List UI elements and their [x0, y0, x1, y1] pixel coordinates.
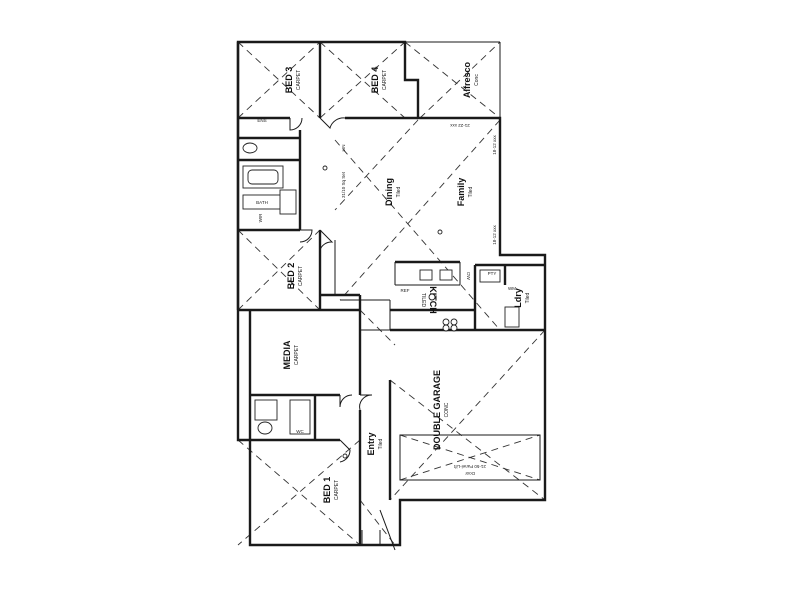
- room-name-bed1: BED 1: [322, 477, 332, 504]
- annotation-opening-lower: 18-12 xxx: [492, 224, 497, 244]
- room-name-entry: Entry: [366, 432, 376, 455]
- doors: [289, 117, 396, 551]
- annotation-ref: REF: [401, 288, 410, 293]
- label-garage-door: Door: [465, 471, 475, 476]
- room-floor-bed3: CARPET: [296, 70, 302, 90]
- label-wc: WC: [296, 429, 304, 434]
- room-label-alfresco: Alfresco Conc: [462, 61, 480, 98]
- room-floor-ldry: Tiled: [525, 292, 531, 303]
- label-ens: ENS: [257, 118, 266, 123]
- annotation-lin: LIN: [341, 144, 346, 151]
- annotation-wc: WC: [296, 429, 304, 434]
- room-name-ldry: Ldry: [513, 288, 523, 308]
- room-floor-bed1: CARPET: [334, 480, 340, 500]
- room-label-bed4: BED 4 CARPET: [370, 67, 388, 94]
- garage-door-outline: [399, 434, 541, 481]
- exterior-walls: [236, 40, 547, 547]
- room-name-bed2: BED 2: [286, 263, 296, 290]
- room-name-garage: DOUBLE GARAGE: [432, 370, 442, 450]
- room-floor-family: Tiled: [468, 186, 474, 197]
- label-ref: REF: [401, 288, 410, 293]
- room-label-family: Family Tiled: [456, 178, 474, 207]
- diagonal-dashed-lines: [237, 41, 546, 546]
- room-label-garage: DOUBLE GARAGE CONC: [432, 370, 450, 450]
- room-name-bed4: BED 4: [370, 67, 380, 94]
- annotation-ens: ENS: [257, 118, 266, 123]
- annotation-pty: PTY: [488, 271, 497, 276]
- label-ww: WM: [508, 286, 516, 291]
- room-floor-garage: CONC: [444, 402, 450, 417]
- electrical-markers: [322, 165, 443, 459]
- label-wir: WIR: [258, 213, 263, 222]
- label-garage-door-size: 21-50 Panel-Lift: [453, 464, 486, 469]
- label-opening-top: 21-22 xxx: [449, 123, 469, 128]
- label-opening-lower: 18-12 xxx: [492, 224, 497, 244]
- room-label-dining: Dining Tiled: [384, 178, 402, 206]
- room-label-entry: Entry Tiled: [366, 432, 384, 455]
- room-floor-alfresco: Conc: [474, 74, 480, 86]
- room-label-bed2: BED 2 CARPET: [286, 263, 304, 290]
- room-label-ldry: Ldry Tiled: [513, 288, 531, 308]
- room-floor-media: CARPET: [294, 345, 300, 365]
- room-floor-kitchen: TILED: [420, 293, 426, 308]
- room-name-family: Family: [456, 178, 466, 207]
- room-name-alfresco: Alfresco: [462, 61, 472, 98]
- label-opening-right: 18-12 xxx: [492, 134, 497, 154]
- room-floor-bed4: CARPET: [382, 70, 388, 90]
- kitchen-fixtures: [419, 269, 520, 332]
- annotation-family-ceiling: 31/10 Sq Set: [341, 171, 346, 198]
- annotation-bath: BATH: [256, 200, 268, 205]
- room-floor-dining: Tiled: [396, 186, 402, 197]
- label-dw: DW: [466, 272, 471, 280]
- label-family-ceiling: 31/10 Sq Set: [341, 171, 346, 198]
- room-floor-entry: Tiled: [378, 438, 384, 449]
- annotation-wir: WIR: [258, 213, 263, 222]
- room-floor-bed2: CARPET: [298, 266, 304, 286]
- room-name-bed3: BED 3: [284, 67, 294, 94]
- label-pty: PTY: [488, 271, 497, 276]
- annotation-opening-right: 18-12 xxx: [492, 134, 497, 154]
- room-label-bed1: BED 1 CARPET: [322, 477, 340, 504]
- annotation-ww: WM: [508, 286, 516, 291]
- bathroom-fixtures: [242, 142, 311, 435]
- label-lin: LIN: [341, 144, 346, 151]
- annotation-dw: DW: [466, 272, 471, 280]
- room-label-media: MEDIA CARPET: [282, 340, 300, 370]
- label-bath: BATH: [256, 200, 268, 205]
- room-name-dining: Dining: [384, 178, 394, 206]
- interior-walls: [238, 42, 545, 545]
- room-label-bed3: BED 3 CARPET: [284, 67, 302, 94]
- annotation-garage-door: Door 21-50 Panel-Lift: [453, 464, 486, 476]
- room-name-media: MEDIA: [282, 340, 292, 370]
- annotation-opening-top: 21-22 xxx: [449, 123, 469, 128]
